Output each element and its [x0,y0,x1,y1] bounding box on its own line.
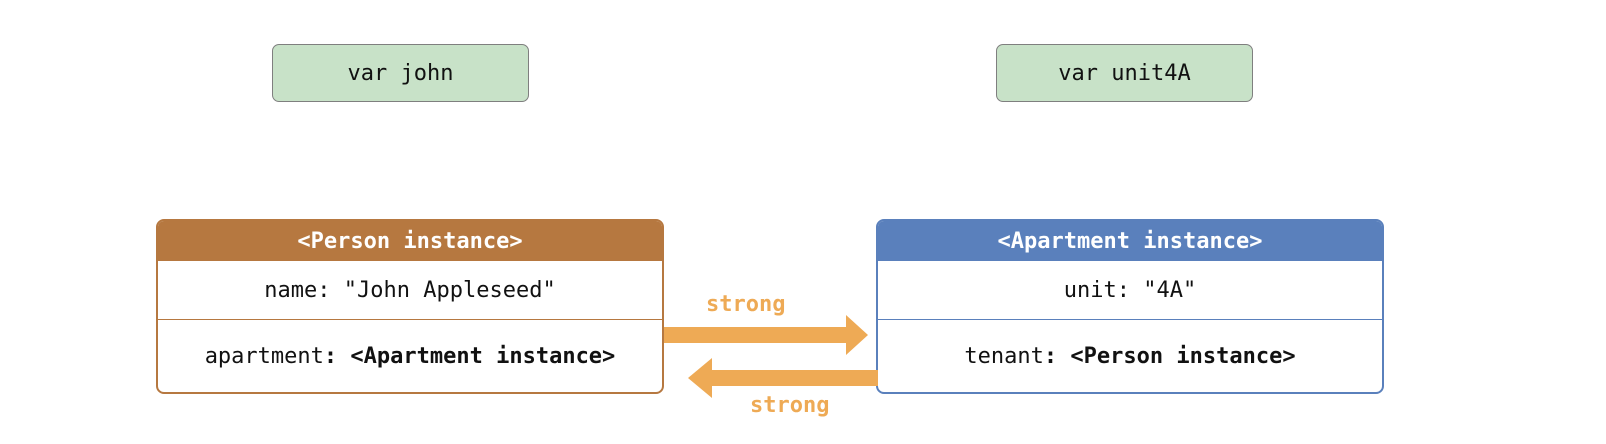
person-apartment-value: : <Apartment instance> [323,344,616,369]
apartment-unit-text: unit: "4A" [1063,277,1197,303]
person-instance-header: <Person instance> [158,221,662,261]
strong-arrow-person-to-apartment [664,315,868,355]
apartment-instance-box: <Apartment instance> unit: "4A" tenant: … [876,219,1384,394]
var-john-box: var john [272,44,529,102]
apartment-tenant-row: tenant: <Person instance> [878,320,1382,392]
person-apartment-key: apartment [204,344,324,369]
person-instance-box: <Person instance> name: "John Appleseed"… [156,219,664,394]
apartment-instance-header: <Apartment instance> [878,221,1382,261]
apartment-unit-row: unit: "4A" [878,261,1382,320]
person-name-text: name: "John Appleseed" [264,277,556,303]
var-unit4a-box: var unit4A [996,44,1253,102]
strong-label-bottom: strong [750,393,830,418]
strong-arrow-apartment-to-person [688,358,878,398]
apartment-tenant-key: tenant [964,344,1044,369]
apartment-tenant-value: : <Person instance> [1043,344,1296,369]
person-apartment-row: apartment: <Apartment instance> [158,320,662,392]
strong-label-top: strong [706,292,786,317]
person-name-row: name: "John Appleseed" [158,261,662,320]
